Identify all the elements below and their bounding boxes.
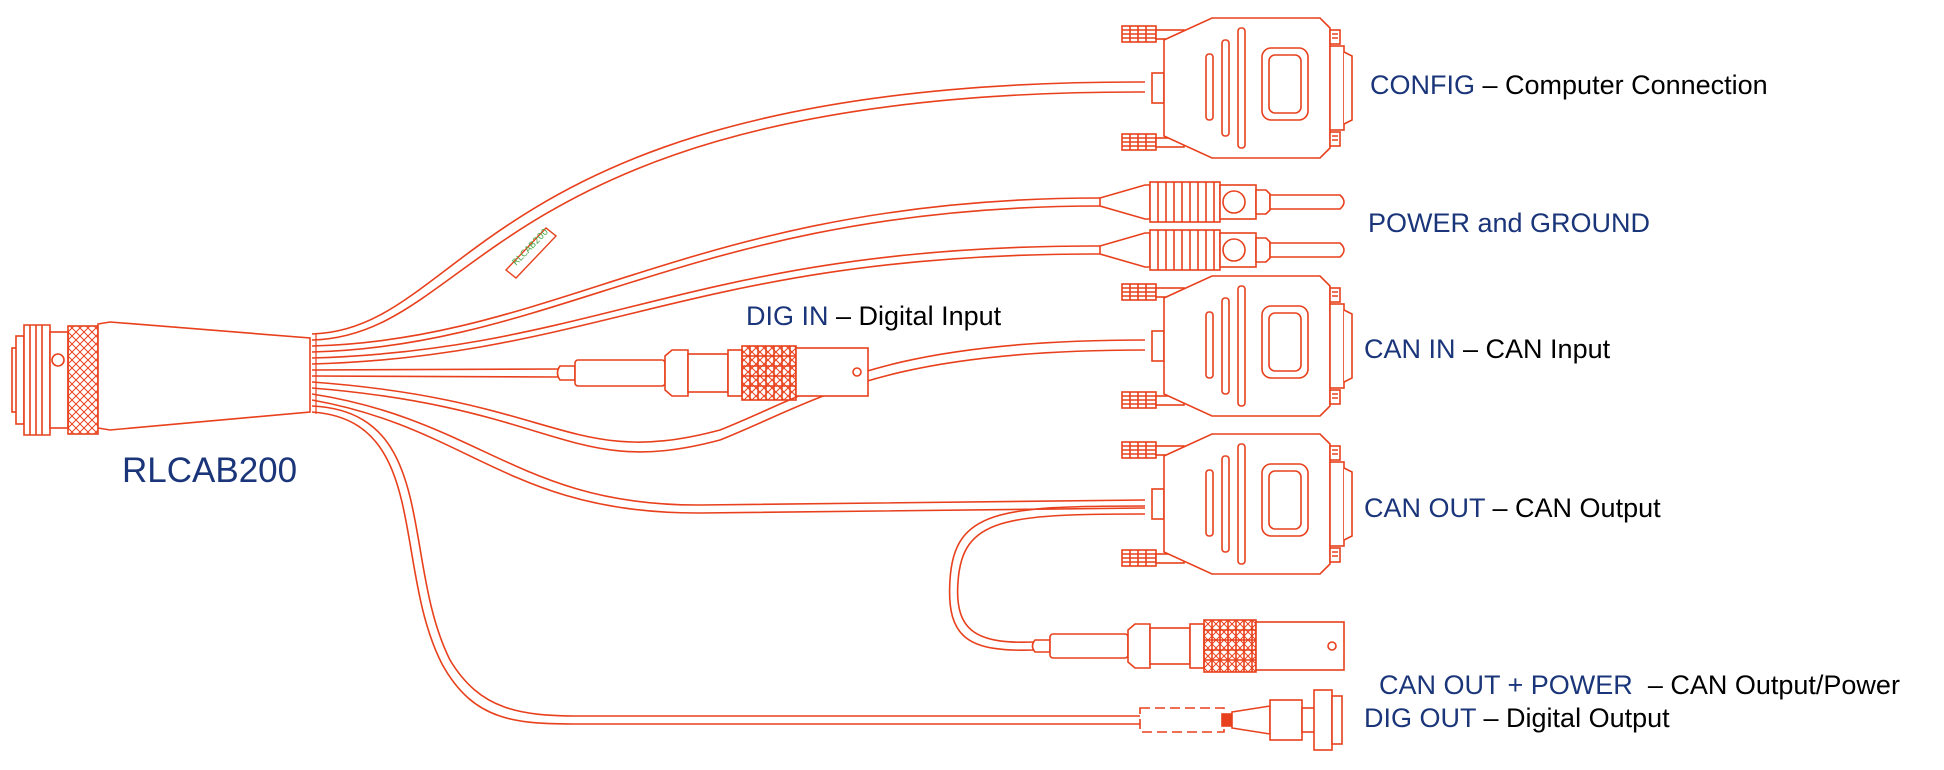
- connector-name: POWER and GROUND: [1368, 208, 1651, 238]
- connector-description: CAN Output/Power: [1670, 670, 1900, 700]
- power-label: POWER and GROUND: [1368, 207, 1650, 239]
- can-out-power-connector: [1031, 619, 1345, 673]
- connector-name: CAN IN: [1364, 334, 1456, 364]
- connector-description: Digital Output: [1506, 703, 1670, 733]
- dig-in-label: DIG IN – Digital Input: [746, 300, 1001, 332]
- main-connector: [11, 321, 311, 436]
- connector-separator: –: [1476, 703, 1507, 733]
- connector-name: DIG OUT: [1364, 703, 1477, 733]
- power-plug-2: [1099, 229, 1345, 271]
- config-connector: [1121, 17, 1353, 159]
- can-out-label: CAN OUT – CAN Output: [1364, 492, 1661, 524]
- connector-name: CAN OUT: [1364, 493, 1486, 523]
- connector-separator: –: [828, 301, 859, 331]
- connector-name: CONFIG: [1370, 70, 1475, 100]
- power-plug-1: [1099, 181, 1345, 223]
- connector-separator: –: [1632, 670, 1671, 700]
- connector-separator: –: [1475, 70, 1506, 100]
- connector-description: CAN Output: [1515, 493, 1661, 523]
- dig-in-connector: [556, 345, 869, 401]
- connector-description: CAN Input: [1485, 334, 1611, 364]
- main-connector-label: RLCAB200: [122, 451, 298, 490]
- can-in-connector: [1121, 275, 1353, 417]
- connector-description: Digital Input: [858, 301, 1002, 331]
- can-in-label: CAN IN – CAN Input: [1364, 333, 1610, 365]
- can-out-power-label: CAN OUT + POWER – CAN Output/Power: [1364, 637, 1900, 701]
- connector-name: DIG IN: [746, 301, 829, 331]
- connector-separator: –: [1485, 493, 1516, 523]
- connector-separator: –: [1455, 334, 1486, 364]
- config-label: CONFIG – Computer Connection: [1370, 69, 1768, 101]
- dig-out-connector: [1139, 689, 1343, 751]
- connector-description: Computer Connection: [1505, 70, 1768, 100]
- cables: [311, 81, 1146, 725]
- dig-out-label: DIG OUT – Digital Output: [1364, 702, 1670, 734]
- can-out-connector: [1121, 433, 1353, 575]
- connector-name: CAN OUT + POWER: [1379, 670, 1633, 700]
